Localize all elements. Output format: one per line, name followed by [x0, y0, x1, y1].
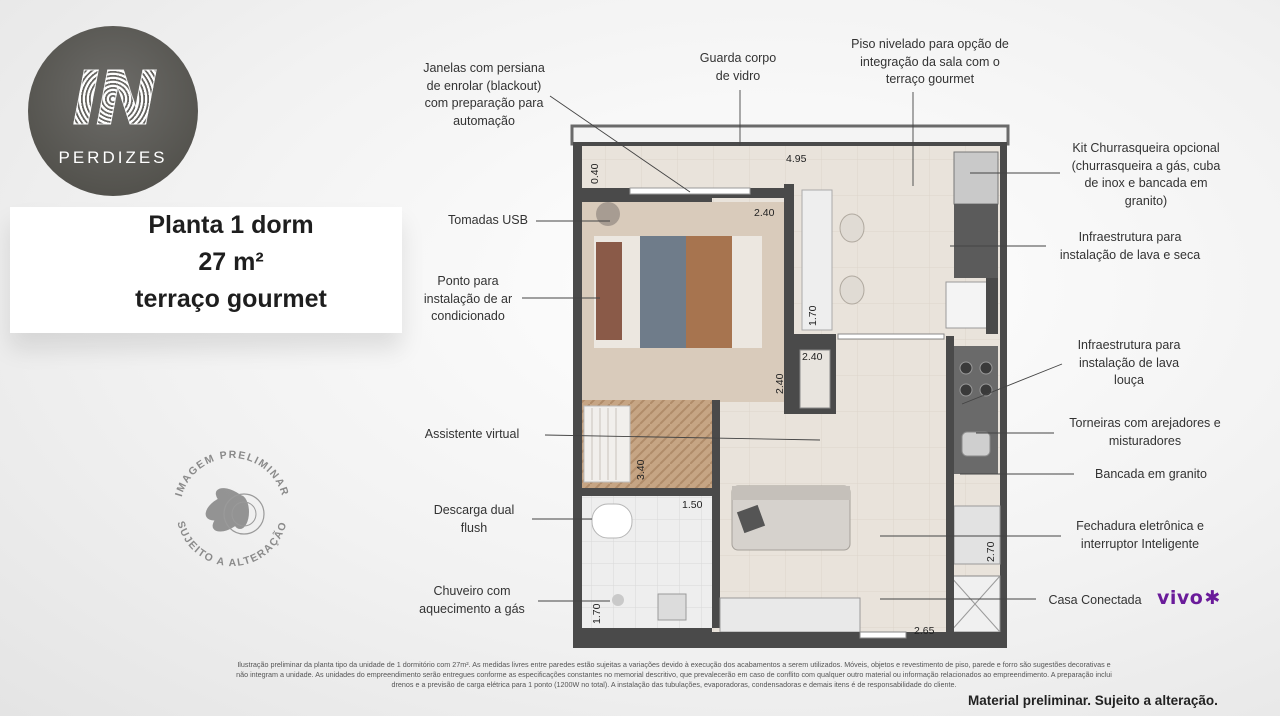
vivo-logo: vivo✱: [1157, 587, 1221, 609]
stool-1: [839, 213, 865, 243]
footnote: Ilustração preliminar da planta tipo da …: [236, 660, 1112, 689]
logo-subtitle: PERDIZES: [58, 148, 168, 167]
brand-logo: IN PERDIZES: [28, 26, 198, 196]
dim-bedroom-depth: 2.40: [774, 373, 786, 394]
sofa-back: [732, 486, 850, 500]
label-window-blinds: Janelas com persiana de enrolar (blackou…: [423, 61, 545, 128]
wall-bath-right: [712, 488, 720, 628]
label-dishwasher: Infraestrutura para instalação de lava l…: [1077, 338, 1181, 387]
title-card: Planta 1 dorm 27 m² terraço gourmet: [10, 207, 402, 333]
label-bbq-kit: Kit Churrasqueira opcional (churrasqueir…: [1071, 141, 1221, 208]
utility-closet: [799, 349, 831, 409]
label-ac-point: Ponto para instalação de ar condicionado: [423, 274, 513, 323]
nightstand: [596, 202, 620, 226]
bbq-kit: [953, 151, 999, 205]
bedroom-window: [629, 187, 751, 195]
laundry-sink: [945, 281, 991, 329]
label-washer-dryer: Infraestrutura para instalação de lava e…: [1059, 230, 1201, 262]
wall-bath-top: [582, 488, 720, 496]
label-level-floor: Piso nivelado para opção de integração d…: [851, 37, 1009, 86]
dim-bath-depth: 1.70: [591, 603, 603, 624]
label-smart-lock: Fechadura eletrônica e interruptor Intel…: [1076, 519, 1204, 551]
terrace-door: [837, 333, 945, 340]
dim-terrace-width: 4.95: [786, 153, 807, 165]
logo-mark: IN: [28, 56, 198, 143]
title-line-1: Planta 1 dorm: [148, 211, 314, 239]
pillows: [596, 242, 622, 340]
cushion: [736, 504, 766, 534]
front-door: [859, 631, 907, 639]
floor-plan: 4.95 0.40 2.40 1.70 2.40 2.40 3.40 1.50 …: [570, 124, 1010, 648]
label-glass-rail: Guarda corpo de vidro: [699, 51, 777, 83]
dim-hall-width: 1.70: [807, 305, 819, 326]
label-connected-home: Casa Conectada: [1048, 593, 1142, 607]
disclaimer: Material preliminar. Sujeito a alteração…: [968, 693, 1218, 708]
bottom-wall: [573, 632, 1007, 648]
terrace-rail: [570, 124, 1010, 146]
wall-bed-right: [784, 184, 794, 414]
wall-hall: [712, 400, 720, 490]
label-virtual-assistant: Assistente virtual: [424, 427, 520, 441]
shower-head: [612, 594, 624, 606]
label-gas-shower: Chuveiro com aquecimento a gás: [419, 584, 525, 616]
dim-bedroom-length: 3.40: [635, 459, 647, 480]
dim-bedroom-width: 2.40: [754, 207, 775, 219]
label-dual-flush: Descarga dual flush: [433, 503, 515, 535]
toilet: [591, 503, 633, 539]
bed-blanket-blue: [640, 236, 688, 348]
stool-2: [839, 275, 865, 305]
dim-living-width: 2.65: [914, 625, 935, 637]
granite-top-terrace: [954, 204, 998, 278]
wall-laundry: [986, 278, 998, 334]
wall-kitchen: [946, 336, 954, 632]
bed-blanket-rust: [686, 236, 732, 348]
preliminary-stamp: IMAGEM PRELIMINAR SUJEITO A ALTERAÇÃO: [173, 449, 290, 569]
shower-mixer: [657, 593, 687, 621]
label-granite-counter: Bancada em granito: [1095, 467, 1207, 481]
label-usb-outlets: Tomadas USB: [448, 213, 528, 227]
dim-bath-width: 1.50: [682, 499, 703, 511]
kitchen-sink: [961, 431, 991, 457]
tv-unit: [719, 597, 861, 633]
dim-terrace-depth: 0.40: [589, 163, 601, 184]
dining-counter: [801, 189, 833, 331]
title-line-2: 27 m²: [198, 248, 264, 276]
label-faucets: Torneiras com arejadores e misturadores: [1069, 416, 1221, 448]
dim-closet-width: 2.40: [802, 351, 823, 363]
dim-kitchen-depth: 2.70: [985, 541, 997, 562]
closet: [583, 405, 631, 483]
title-line-3: terraço gourmet: [135, 285, 327, 313]
